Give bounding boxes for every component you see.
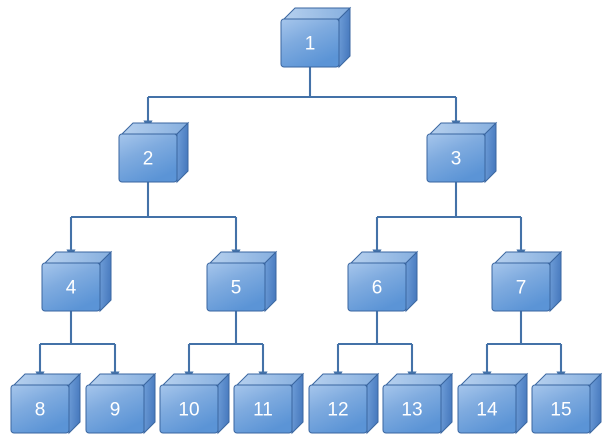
tree-node-1[interactable]: 1 bbox=[280, 6, 352, 69]
node-side-face bbox=[99, 250, 112, 313]
connector-from-node-7 bbox=[482, 304, 566, 380]
tree-node-5[interactable]: 5 bbox=[206, 250, 278, 313]
node-side-face bbox=[143, 372, 156, 435]
node-label-9: 9 bbox=[110, 400, 121, 421]
node-label-5: 5 bbox=[231, 278, 242, 299]
node-label-1: 1 bbox=[305, 34, 316, 55]
tree-node-11[interactable]: 11 bbox=[233, 372, 305, 435]
connector-from-node-2 bbox=[66, 175, 241, 258]
node-side-face bbox=[515, 372, 528, 435]
node-front-face bbox=[159, 384, 219, 434]
tree-node-13[interactable]: 13 bbox=[382, 372, 454, 435]
connectors-group bbox=[35, 60, 566, 380]
node-side-face bbox=[366, 372, 379, 435]
connector-from-node-5 bbox=[184, 304, 268, 380]
node-side-face bbox=[549, 250, 562, 313]
tree-node-9[interactable]: 9 bbox=[85, 372, 157, 435]
node-front-face bbox=[280, 18, 340, 68]
node-front-face bbox=[233, 384, 293, 434]
node-front-face bbox=[347, 262, 407, 312]
node-front-face bbox=[41, 262, 101, 312]
tree-node-12[interactable]: 12 bbox=[308, 372, 380, 435]
tree-node-10[interactable]: 10 bbox=[159, 372, 231, 435]
connector-from-node-3 bbox=[372, 175, 526, 258]
connector-from-node-6 bbox=[333, 304, 417, 380]
node-front-face bbox=[206, 262, 266, 312]
node-side-face bbox=[589, 372, 602, 435]
tree-node-4[interactable]: 4 bbox=[41, 250, 113, 313]
tree-node-3[interactable]: 3 bbox=[426, 121, 498, 184]
node-front-face bbox=[308, 384, 368, 434]
tree-node-2[interactable]: 2 bbox=[118, 121, 190, 184]
node-label-6: 6 bbox=[372, 278, 383, 299]
node-side-face bbox=[217, 372, 230, 435]
node-label-3: 3 bbox=[451, 149, 462, 170]
node-side-face bbox=[440, 372, 453, 435]
node-side-face bbox=[484, 121, 497, 184]
tree-node-15[interactable]: 15 bbox=[531, 372, 603, 435]
node-side-face bbox=[291, 372, 304, 435]
tree-node-6[interactable]: 6 bbox=[347, 250, 419, 313]
tree-node-14[interactable]: 14 bbox=[457, 372, 529, 435]
node-side-face bbox=[405, 250, 418, 313]
node-front-face bbox=[426, 133, 486, 183]
node-label-8: 8 bbox=[35, 400, 46, 421]
node-label-15: 15 bbox=[550, 400, 571, 421]
node-label-13: 13 bbox=[401, 400, 422, 421]
connector-from-node-4 bbox=[35, 304, 120, 380]
node-front-face bbox=[531, 384, 591, 434]
node-label-4: 4 bbox=[66, 278, 77, 299]
node-side-face bbox=[68, 372, 81, 435]
node-label-2: 2 bbox=[143, 149, 154, 170]
node-front-face bbox=[85, 384, 145, 434]
node-front-face bbox=[491, 262, 551, 312]
node-side-face bbox=[176, 121, 189, 184]
connector-from-node-1 bbox=[143, 60, 461, 129]
tree-node-8[interactable]: 8 bbox=[10, 372, 82, 435]
node-label-7: 7 bbox=[516, 278, 527, 299]
node-label-10: 10 bbox=[178, 400, 199, 421]
node-front-face bbox=[118, 133, 178, 183]
node-side-face bbox=[264, 250, 277, 313]
node-label-14: 14 bbox=[476, 400, 498, 421]
node-front-face bbox=[382, 384, 442, 434]
node-label-11: 11 bbox=[253, 400, 273, 421]
tree-node-7[interactable]: 7 bbox=[491, 250, 563, 313]
node-label-12: 12 bbox=[327, 400, 348, 421]
node-front-face bbox=[457, 384, 517, 434]
node-side-face bbox=[338, 6, 351, 69]
node-front-face bbox=[10, 384, 70, 434]
